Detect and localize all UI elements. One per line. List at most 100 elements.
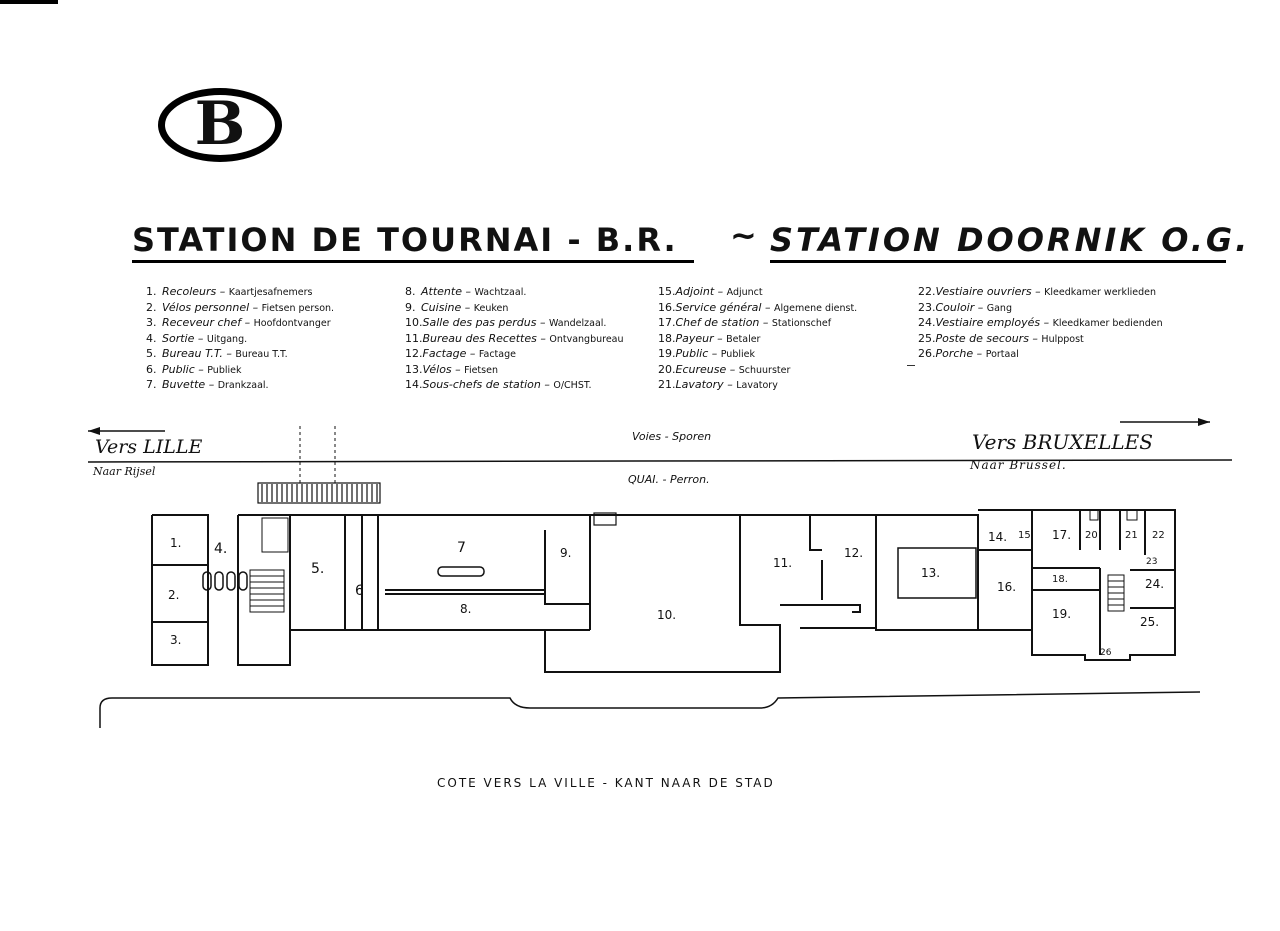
room-label: 14. xyxy=(988,530,1008,544)
legend-french: Poste de secours xyxy=(935,331,1029,345)
legend-item: 20.Ecureuse – Schuurster xyxy=(658,362,791,376)
room-label: 13. xyxy=(921,566,941,580)
legend-number: 24. xyxy=(918,316,936,329)
room-label: 25. xyxy=(1140,615,1160,629)
legend-item: 11.Bureau des Recettes – Ontvangbureau xyxy=(405,331,624,345)
room-label: 3. xyxy=(170,633,182,647)
canopy-hatch xyxy=(257,482,381,504)
legend-number: 14. xyxy=(405,378,423,391)
room-label: 21 xyxy=(1125,530,1138,541)
legend-dutch: Drankzaal. xyxy=(217,380,269,391)
sncb-logo: B xyxy=(158,88,282,162)
logo-letter: B xyxy=(194,89,246,159)
direction-bruxelles-nl: Naar Brussel. xyxy=(970,458,1067,472)
legend-french: Sous-chefs de station xyxy=(422,378,541,391)
legend-french: Salle des pas perdus xyxy=(422,316,537,329)
legend-item: 24.Vestiaire employés – Kleedkamer bedie… xyxy=(918,316,1163,329)
room-label: 15 xyxy=(1018,530,1031,541)
legend-dutch: Wachtzaal. xyxy=(474,287,527,298)
legend-number: 3. xyxy=(146,316,157,329)
legend-dutch: Bureau T.T. xyxy=(235,349,288,360)
legend-item: 17.Chef de station – Stationschef xyxy=(658,316,832,329)
legend-column-4: 22.Vestiaire ouvriers – Kleedkamer werkl… xyxy=(918,284,1163,362)
legend-item: 12.Factage – Factage xyxy=(405,347,516,360)
legend-dutch: Kleedkamer bedienden xyxy=(1052,318,1163,329)
title-separator: ~ xyxy=(730,216,757,254)
legend-french: Receveur chef xyxy=(162,316,242,329)
room-label: 24. xyxy=(1145,577,1165,591)
title-dutch: STATION DOORNIK O.G. xyxy=(770,220,1247,263)
legend-item: 2.Vélos personnel – Fietsen person. xyxy=(146,300,335,314)
arrow-right-icon xyxy=(1198,418,1210,426)
legend-dutch: Keuken xyxy=(473,302,509,314)
legend-french: Chef de station xyxy=(675,316,760,329)
legend-french: Lavatory xyxy=(675,378,724,391)
legend-dutch: Kleedkamer werklieden xyxy=(1044,287,1156,298)
street-edge xyxy=(99,691,1201,728)
room-label: 11. xyxy=(773,556,793,570)
legend-number: 4. xyxy=(146,331,157,345)
legend-item: 19.Public – Publiek xyxy=(658,347,755,360)
legend-number: 22. xyxy=(918,285,936,298)
legend-french: Service général xyxy=(675,300,762,314)
room-label: 12. xyxy=(844,546,864,560)
platform-label: QUAI. - Perron. xyxy=(628,473,710,486)
legend-dutch: Wandelzaal. xyxy=(549,318,607,329)
building-walls xyxy=(151,509,1176,673)
legend-dutch: Portaal xyxy=(985,349,1019,360)
legend-number: 8. xyxy=(405,285,416,298)
title-french: STATION DE TOURNAI - B.R. xyxy=(132,220,694,263)
room-label: 20 xyxy=(1085,530,1098,541)
legend-item: 21.Lavatory – Lavatory xyxy=(658,378,778,391)
legend-number: 13. xyxy=(405,362,423,376)
legend-item: 18.Payeur – Betaler xyxy=(658,331,761,345)
room-label: 17. xyxy=(1052,528,1072,542)
room-label: 2. xyxy=(168,588,180,602)
room-label: 10. xyxy=(657,608,677,622)
legend-number: 21. xyxy=(658,378,676,391)
legend-number: 25. xyxy=(918,331,936,345)
legend-number: 19. xyxy=(658,347,676,360)
track-line xyxy=(87,459,1233,463)
legend-item: 25.Poste de secours – Hulppost xyxy=(918,331,1084,345)
room-label: 26 xyxy=(1100,648,1112,658)
legend-number: 17. xyxy=(658,316,676,329)
legend-dutch: Ontvangbureau xyxy=(549,333,624,345)
room-label: 5. xyxy=(311,561,325,577)
legend-number: 6. xyxy=(146,362,157,376)
legend-dutch: Gang xyxy=(986,302,1012,314)
legend-french: Ecureuse xyxy=(675,362,727,376)
legend-number: 15. xyxy=(658,285,676,298)
legend-item: 5.Bureau T.T. – Bureau T.T. xyxy=(146,347,288,360)
legend-dutch: Uitgang. xyxy=(206,333,248,345)
direction-bruxelles: Vers BRUXELLES xyxy=(972,430,1153,454)
room-label: 22 xyxy=(1152,530,1165,541)
track-label: Voies - Sporen xyxy=(632,430,712,443)
legend-dutch: Publiek xyxy=(720,349,755,360)
legend-number: 23. xyxy=(918,300,936,314)
legend-item: 26.Porche – Portaal xyxy=(918,347,1019,360)
legend-column-2: 8.Attente – Wachtzaal.9.Cuisine – Keuken… xyxy=(405,284,624,393)
arrow-left-icon xyxy=(88,427,100,435)
legend-number: 1. xyxy=(146,285,157,298)
legend-french: Bureau des Recettes xyxy=(422,331,537,345)
room-label: 19. xyxy=(1052,607,1072,621)
legend-item: 16.Service général – Algemene dienst. xyxy=(658,300,858,314)
legend-french: Porche xyxy=(935,347,974,360)
legend-dutch: Lavatory xyxy=(736,380,778,391)
legend-french: Couloir xyxy=(935,300,975,314)
legend-number: 2. xyxy=(146,300,157,314)
legend-item: 9.Cuisine – Keuken xyxy=(405,300,509,314)
legend-french: Bureau T.T. xyxy=(162,347,223,360)
room-label: 23 xyxy=(1146,557,1158,567)
legend-number: 18. xyxy=(658,331,676,345)
legend-number: 7. xyxy=(146,378,157,391)
legend-number: 11. xyxy=(405,331,423,345)
legend-item: 6.Public – Publiek xyxy=(146,362,242,376)
legend-dutch: Hulppost xyxy=(1041,333,1084,345)
legend-french: Recoleurs xyxy=(162,285,217,298)
room-label: 1. xyxy=(170,536,182,550)
